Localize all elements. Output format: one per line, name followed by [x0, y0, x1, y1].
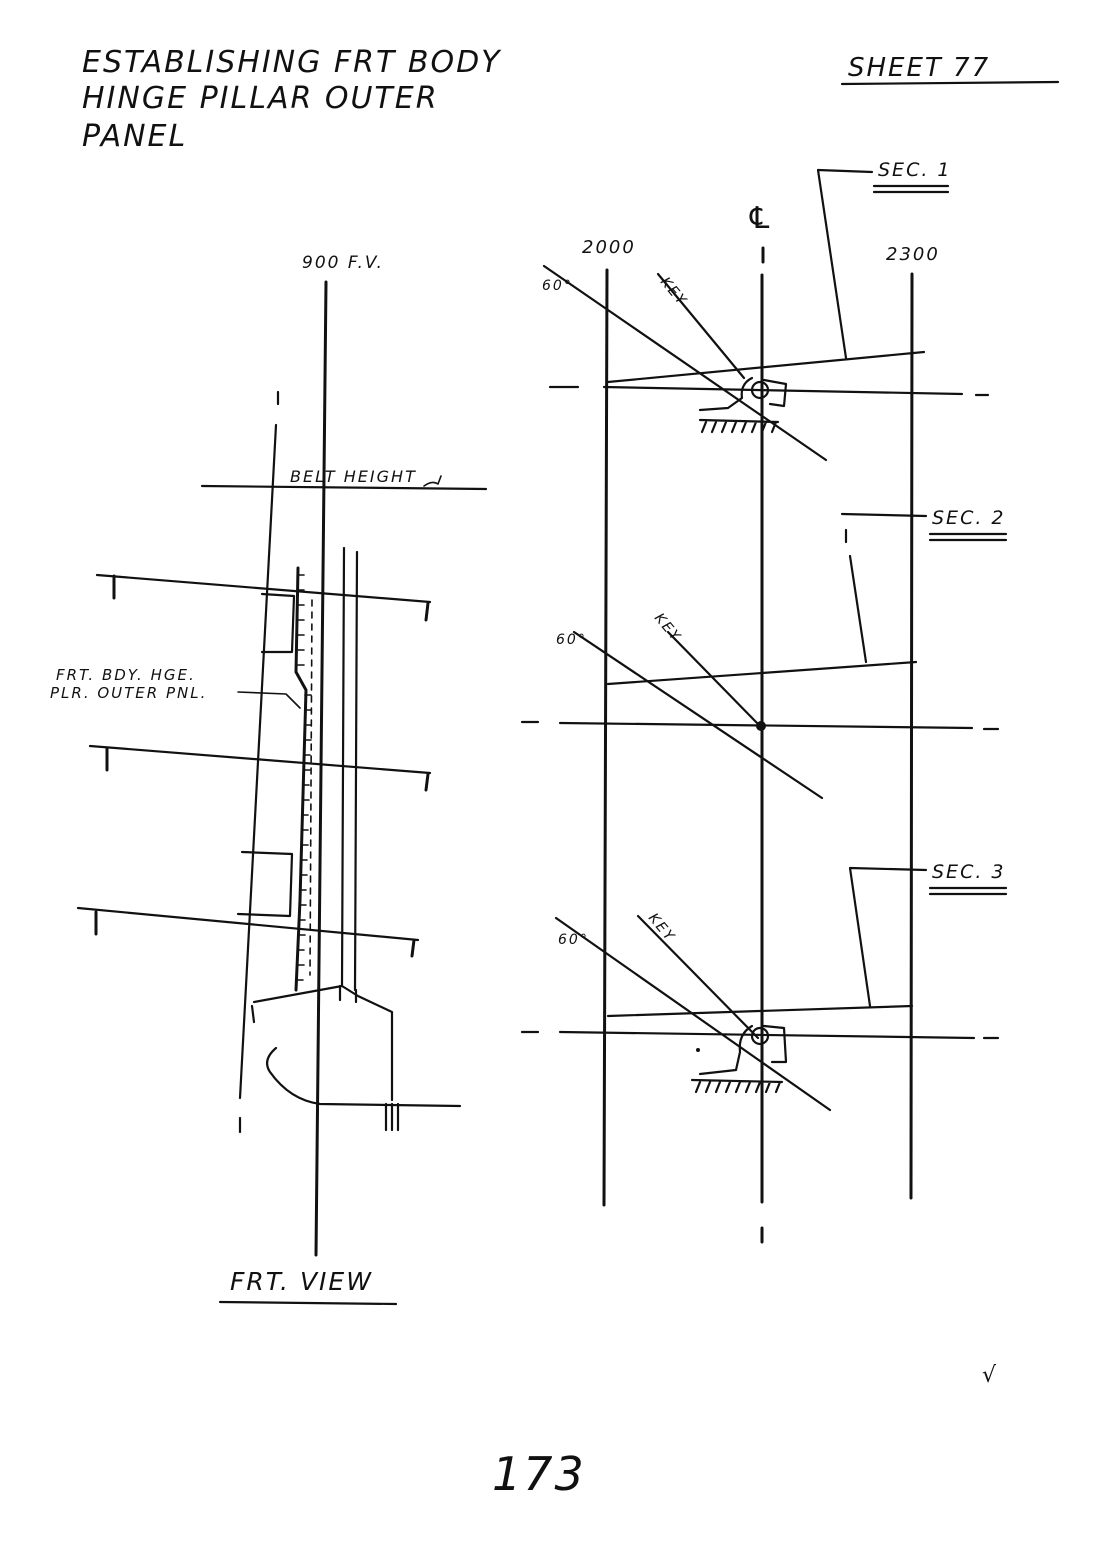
section-3-ground-hatch [690, 1078, 784, 1094]
section-1-label: SEC. 1 [878, 159, 952, 181]
hinge-bracket-upper [260, 592, 296, 654]
lower-sill-profile [250, 984, 394, 1102]
fv-vertical-line [314, 280, 328, 1257]
section-2-horizontal [558, 721, 974, 730]
section-3-hinge-pin [750, 1026, 770, 1046]
section-1-leader [816, 168, 874, 360]
grid-line-2300 [909, 272, 914, 1200]
section-3-slope-line [606, 1004, 914, 1018]
inner-line-a [340, 546, 346, 987]
belt-height-symbol [423, 475, 442, 487]
section-2-slope-line [606, 660, 918, 686]
cut-line-1 [95, 573, 432, 604]
fv-label: 900 F.V. [302, 253, 384, 273]
left-long-line [238, 423, 278, 1100]
title-line-1: ESTABLISHING FRT BODY [82, 45, 502, 80]
section-2-angle-label: 60° [556, 632, 587, 648]
section-2-60deg-line [572, 630, 824, 800]
title-line-2: HINGE PILLAR OUTER [82, 81, 439, 116]
section-3-label: SEC. 3 [932, 861, 1006, 883]
lower-sill-joint [338, 984, 358, 1004]
section-1-key-line [656, 272, 746, 380]
centerline-symbol: ℄ [746, 201, 775, 236]
sheet-number-block: SHEET 77 [840, 53, 1060, 86]
section-3-angle-label: 60° [558, 932, 589, 948]
panel-label-line-1: FRT. BDY. HGE. [56, 666, 196, 684]
section-3-dot [696, 1048, 700, 1052]
section-2-label: SEC. 2 [932, 507, 1006, 529]
panel-label-line-2: PLR. OUTER PNL. [50, 684, 207, 702]
sheet-underline [840, 80, 1060, 86]
cut-arrow-1b [424, 601, 430, 622]
section-1-hinge-leaf [762, 378, 788, 408]
section-2-key-line [666, 630, 760, 726]
panel-profile [294, 566, 308, 992]
section-1-key-label: KEY [657, 274, 690, 309]
rocker-end-marks [384, 1102, 400, 1132]
belt-height-line [200, 484, 488, 491]
front-view-drawing: 900 F.V. BELT HEIGHT FRT. BDY. HG [50, 253, 488, 1306]
rocker-curve [265, 1046, 462, 1108]
section-1-label-underline [872, 184, 950, 194]
title-line-3: PANEL [82, 119, 187, 154]
section-1-hinge-bracket [698, 376, 754, 412]
section-1-horizontal [602, 385, 964, 396]
section-1-slope-line [606, 350, 926, 384]
cut-arrow-3b [410, 938, 416, 958]
sheet-label: SHEET 77 [848, 53, 990, 83]
panel-dashed-line [309, 599, 313, 976]
section-1-ground-hatch [698, 418, 780, 434]
hinge-bracket-lower [236, 850, 294, 918]
inner-line-b [353, 550, 359, 992]
panel-hatching [296, 574, 312, 981]
grid-label-2300: 2300 [886, 244, 940, 265]
section-1-angle-label: 60° [542, 278, 573, 294]
section-1-hinge-pin [750, 380, 770, 400]
front-view-caption-underline [218, 1300, 398, 1306]
section-3: SEC. 3 60° KEY [520, 861, 1008, 1112]
belt-height-label: BELT HEIGHT [290, 467, 417, 486]
section-3-hinge-bracket [698, 1024, 754, 1076]
section-3-label-underline [928, 886, 1008, 896]
section-2-pivot-point [756, 721, 766, 731]
section-2-key-label: KEY [651, 610, 684, 645]
panel-label-leader [237, 691, 301, 709]
section-3-hinge-leaf [762, 1024, 788, 1064]
section-3-60deg-line [554, 916, 832, 1112]
section-1-60deg-line [542, 264, 828, 462]
cut-line-3 [76, 906, 420, 942]
section-3-key-line [636, 914, 760, 1040]
section-2-leader [840, 512, 928, 664]
check-mark: √ [982, 1363, 998, 1388]
section-views: 2000 2300 ℄ SEC. 1 60° KEY [520, 159, 1008, 1244]
front-view-caption: FRT. VIEW [230, 1267, 373, 1296]
page-number: 173 [492, 1447, 586, 1501]
grid-label-2000: 2000 [582, 237, 636, 258]
grid-line-2000 [602, 268, 609, 1207]
cut-arrow-2b [424, 772, 430, 792]
title-block: ESTABLISHING FRT BODY HINGE PILLAR OUTER… [82, 45, 502, 154]
section-3-leader [848, 866, 928, 1008]
section-2: SEC. 2 60° KEY [520, 507, 1008, 800]
section-2-label-underline [928, 532, 1008, 542]
cut-line-2 [88, 744, 432, 775]
